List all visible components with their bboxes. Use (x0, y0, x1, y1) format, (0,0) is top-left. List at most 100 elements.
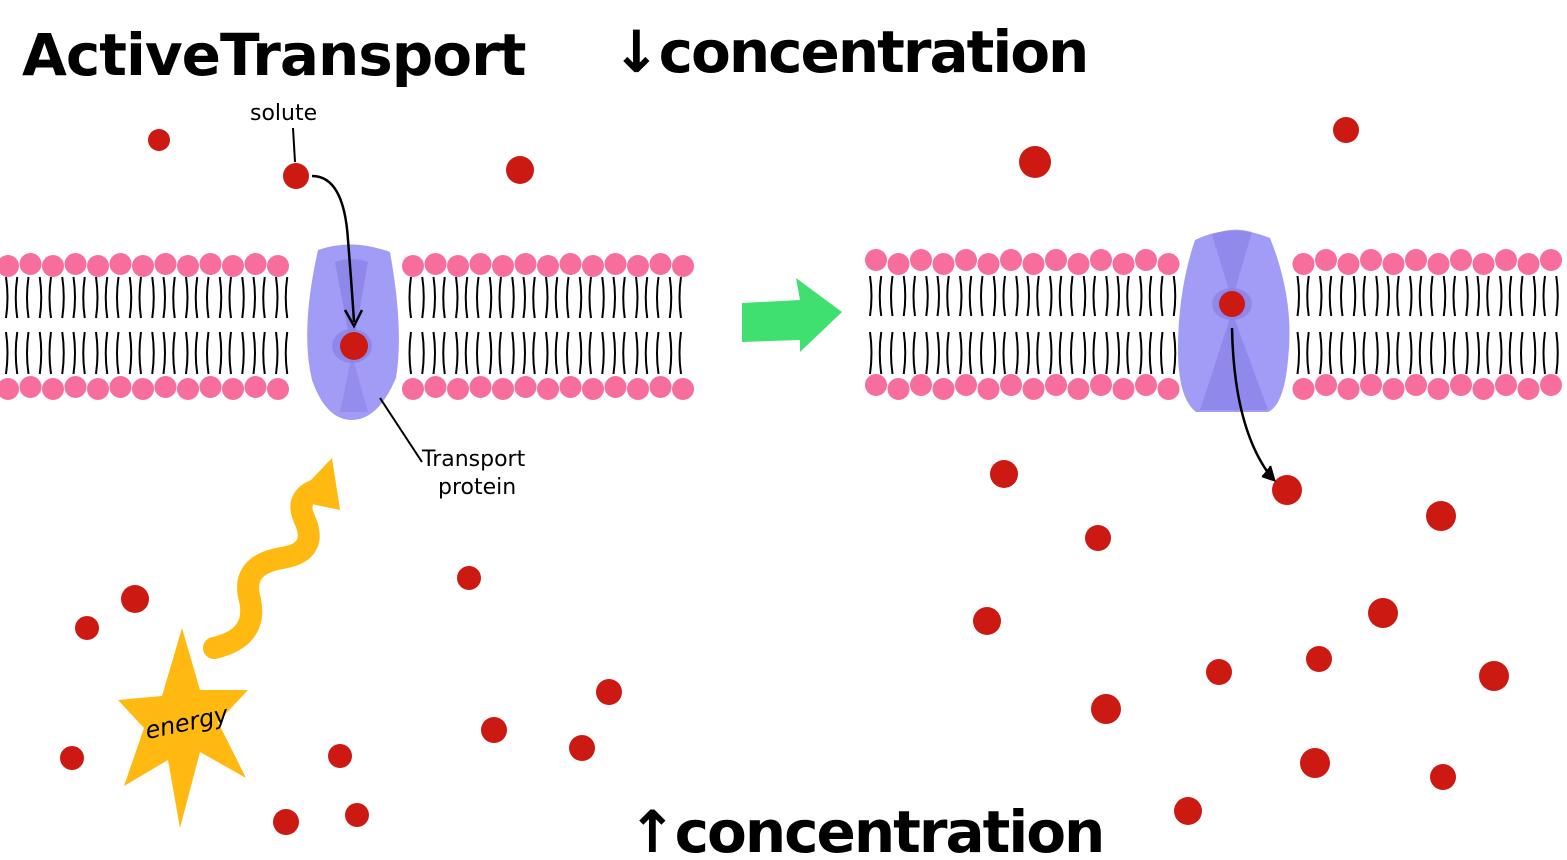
lipid-tail (1328, 331, 1333, 375)
solute-molecule (481, 717, 507, 743)
lipid-tail (464, 276, 469, 319)
lipid-tail (936, 331, 940, 375)
lipid-tail (14, 331, 19, 375)
phospholipid-head (267, 378, 289, 400)
lipid-tail (1036, 275, 1040, 317)
lipid-tail (172, 276, 176, 319)
lipid-tail (1306, 331, 1310, 375)
left-outer-heads (0, 253, 694, 277)
solute-molecule (345, 803, 369, 827)
solute-molecule (1174, 797, 1202, 825)
lipid-tail (408, 276, 412, 319)
phospholipid-head (64, 376, 87, 398)
lipid-tail (61, 331, 65, 375)
lipid-tail (1375, 275, 1379, 317)
lipid-tail (1139, 331, 1143, 375)
left-membrane (0, 253, 694, 400)
lipid-tail (1430, 275, 1434, 317)
phospholipid-head (955, 249, 977, 271)
lipid-tail (656, 276, 660, 319)
solute-molecule (283, 163, 309, 189)
solute-molecule (1306, 646, 1332, 672)
lipid-tail (72, 331, 76, 375)
phospholipid-head (1382, 378, 1405, 400)
lipid-tail (612, 331, 616, 375)
lipid-tail (1340, 331, 1344, 375)
lipid-tail (95, 331, 99, 375)
lipid-tail (1160, 275, 1164, 317)
lipid-tail (138, 331, 142, 375)
left-outer-tails (5, 276, 682, 319)
solute-molecule (1426, 501, 1456, 531)
lipid-tail (82, 276, 86, 319)
exit-arrow (1230, 327, 1276, 482)
lipid-tail (1465, 331, 1469, 375)
lipid-tail (194, 276, 199, 319)
phospholipid-head (1517, 378, 1540, 400)
lipid-tail (432, 331, 436, 375)
lipid-tail (522, 331, 526, 375)
lipid-tail (1172, 331, 1177, 375)
solute-molecule (1019, 146, 1051, 178)
lipid-tail (878, 275, 883, 317)
phospholipid-head (559, 253, 582, 275)
solute-molecule (457, 566, 481, 590)
lipid-tail (1465, 275, 1469, 317)
lipid-tail (1476, 275, 1480, 317)
lipid-tail (72, 276, 76, 319)
phospholipid-head (1292, 253, 1315, 275)
phospholipid-head (154, 376, 177, 398)
lipid-tail (1409, 331, 1413, 375)
lipid-tail (1386, 331, 1390, 375)
lipid-tail (925, 331, 929, 375)
lipid-tail (38, 331, 43, 375)
lipid-tail (464, 331, 469, 375)
phospholipid-head (0, 378, 19, 400)
lipid-tail (1486, 275, 1490, 317)
lipid-tail (1499, 331, 1503, 375)
lipid-tail (1532, 275, 1537, 317)
phospholipid-head (932, 378, 955, 400)
phospholipid-head (177, 378, 199, 400)
lipid-tail (1555, 275, 1559, 317)
lipid-tail (668, 331, 673, 375)
phospholipid-head (1022, 378, 1045, 400)
solute-molecule (1479, 661, 1509, 691)
left-inner-tails (5, 331, 682, 375)
phospholipid-head (492, 255, 514, 277)
phospholipid-head (42, 255, 64, 277)
right-outer-heads (865, 249, 1562, 275)
phospholipid-head (1495, 249, 1517, 271)
lipid-tail (1105, 275, 1109, 317)
phospholipid-head (887, 378, 910, 400)
lipid-tail (1542, 331, 1546, 375)
lipid-tail (1442, 331, 1447, 375)
phospholipid-head (424, 376, 447, 398)
phospholipid-head (222, 378, 244, 400)
solute-molecule (569, 735, 595, 761)
lipid-tail (1430, 331, 1434, 375)
phospholipid-head (1157, 253, 1180, 275)
lipid-tail (946, 331, 950, 375)
solute-molecule (328, 744, 352, 768)
lipid-tail (455, 276, 459, 319)
lipid-tail (1049, 331, 1053, 375)
lipid-tail (488, 276, 493, 319)
phospholipid-head (1135, 249, 1157, 271)
transport-protein-label-line1: Transport (421, 447, 526, 472)
phospholipid-head (244, 253, 267, 275)
phospholipid-head (627, 378, 649, 400)
lipid-tail (26, 276, 30, 319)
phospholipid-head (1135, 374, 1157, 396)
phospholipid-head (1427, 253, 1450, 275)
lipid-tail (241, 331, 245, 375)
lipid-tail (432, 276, 436, 319)
lipid-tail (185, 331, 189, 375)
lipid-tail (206, 276, 210, 319)
lipid-tail (1296, 331, 1300, 375)
lipid-tail (678, 276, 682, 319)
phospholipid-head (627, 255, 649, 277)
solute-molecule (990, 460, 1018, 488)
lipid-tail (1418, 331, 1423, 375)
